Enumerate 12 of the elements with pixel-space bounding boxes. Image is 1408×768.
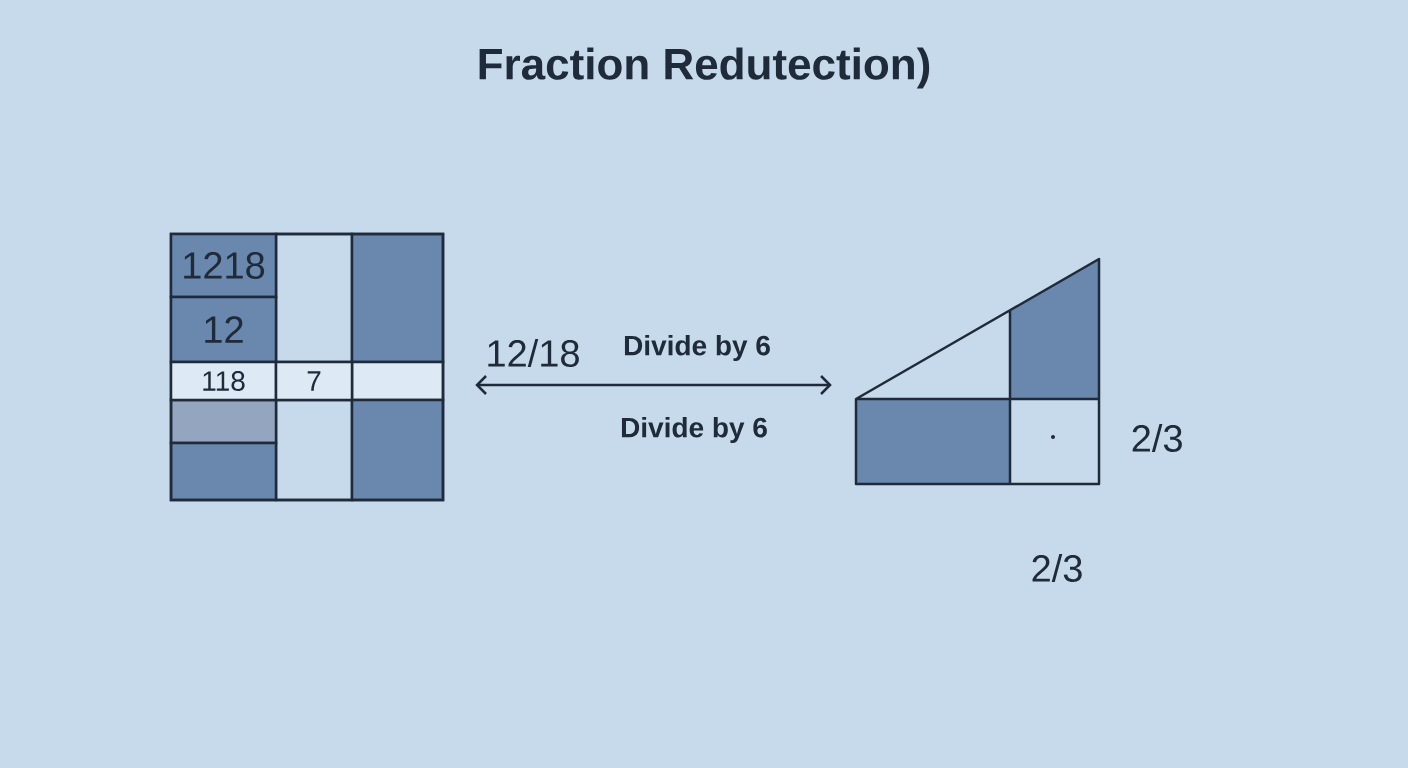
edge-label: Divide by 6	[624, 334, 770, 362]
figure-drawing	[854, 257, 1101, 486]
grid-cell: 118	[169, 360, 278, 402]
fraction-label: 2/3	[1132, 424, 1182, 452]
fraction-label: 2/3	[1032, 554, 1082, 582]
grid-cell: 12	[169, 295, 278, 364]
step-label: Divide by 6	[621, 416, 767, 444]
double-arrow	[475, 375, 832, 395]
title: Fraction Redutection)	[479, 47, 930, 89]
grid-cell: 7	[274, 360, 354, 402]
grid-cell: 1218	[169, 232, 278, 299]
fraction-label: 12/18	[488, 339, 579, 367]
